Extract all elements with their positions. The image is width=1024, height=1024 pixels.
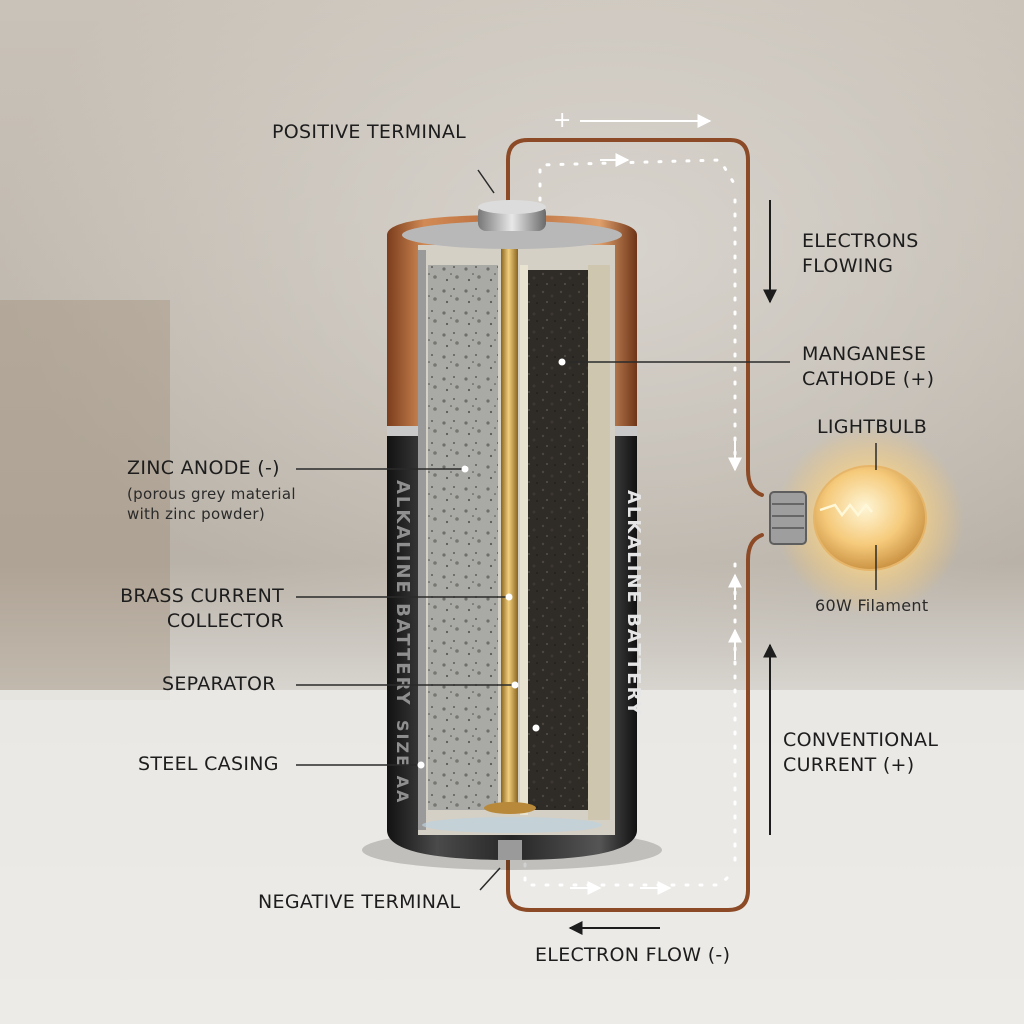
steel-casing-wall (418, 250, 426, 830)
leader-dot (417, 761, 425, 769)
label-conventional-current-1: CONVENTIONAL (783, 729, 939, 751)
label-negative-terminal: NEGATIVE TERMINAL (258, 891, 461, 913)
manganese-cathode (528, 270, 588, 810)
label-plus: + (553, 108, 572, 133)
label-conventional-current-2: CURRENT (+) (783, 754, 915, 776)
negative-terminal-contact (498, 840, 522, 860)
battery-brand-right: ALKALINE BATTERY (623, 490, 644, 717)
label-electrons-flowing-1: ELECTRONS (802, 230, 919, 252)
electron-path-top (538, 158, 737, 202)
label-zinc-anode: ZINC ANODE (-) (127, 457, 280, 479)
label-manganese-cathode-2: CATHODE (+) (802, 368, 935, 390)
label-lightbulb: LIGHTBULB (817, 416, 928, 438)
separator-layer (520, 265, 528, 815)
cathode-wall (588, 265, 610, 820)
label-brass-collector-1: BRASS CURRENT (120, 585, 284, 607)
label-zinc-anode-note-2: with zinc powder) (127, 505, 265, 523)
leader-dot (511, 681, 519, 689)
leader-dot (461, 465, 469, 473)
label-brass-collector-2: COLLECTOR (166, 610, 284, 632)
background-shelf (0, 300, 170, 700)
battery: ALKALINE BATTERY SIZE AA ALKALINE BATTER… (387, 200, 644, 860)
brass-current-collector (501, 240, 518, 810)
collector-base (484, 802, 536, 814)
circuit-wire (506, 138, 764, 912)
positive-terminal-top (478, 200, 546, 214)
label-zinc-anode-note-1: (porous grey material (127, 485, 296, 503)
label-electrons-flowing-2: FLOWING (802, 255, 894, 277)
label-steel-casing: STEEL CASING (138, 753, 279, 775)
bulb-base (769, 491, 807, 545)
battery-brand-left: ALKALINE BATTERY (392, 480, 413, 707)
battery-size: SIZE AA (393, 720, 412, 804)
electron-path-bottom (523, 848, 737, 887)
leader-dot (532, 724, 540, 732)
zinc-anode (428, 265, 498, 810)
bulb-glass (813, 465, 927, 571)
electrolyte-pool (422, 817, 602, 833)
leader-dot (558, 358, 566, 366)
label-separator: SEPARATOR (162, 673, 276, 695)
bulb-filament (819, 502, 873, 518)
leader-dot (505, 593, 513, 601)
label-filament: 60W Filament (815, 596, 929, 615)
label-manganese-cathode-1: MANGANESE (802, 343, 927, 365)
lightbulb (769, 425, 965, 615)
battery-top-rim (402, 221, 622, 249)
label-electron-flow: ELECTRON FLOW (-) (535, 944, 731, 966)
leader-positive-terminal (477, 169, 495, 194)
leader-negative-terminal (479, 867, 501, 891)
label-positive-terminal: POSITIVE TERMINAL (272, 121, 467, 143)
